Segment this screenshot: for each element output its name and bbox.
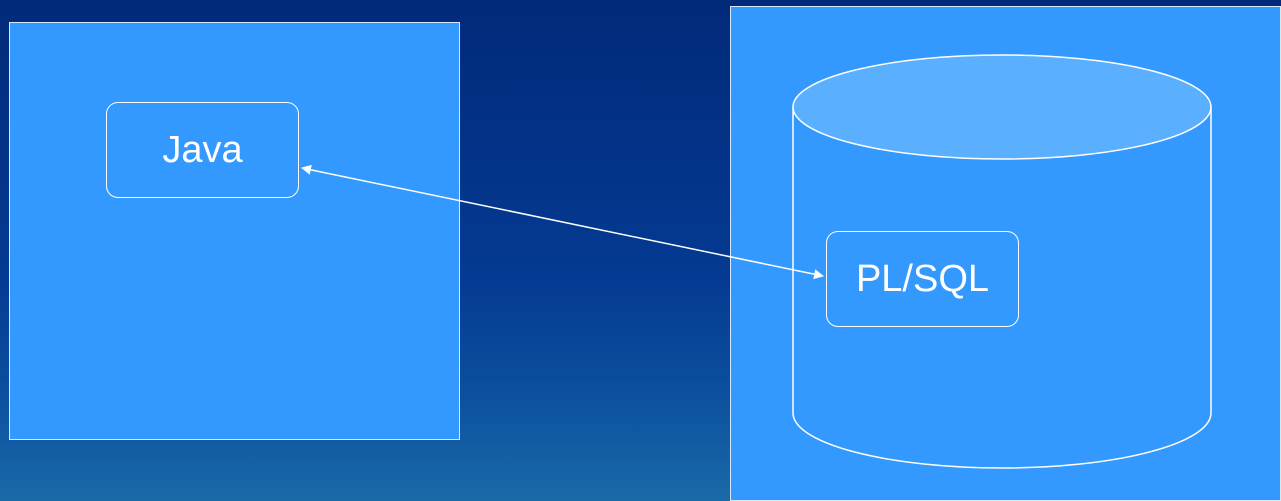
plsql-box: PL/SQL [826, 231, 1019, 327]
plsql-label: PL/SQL [855, 257, 990, 300]
java-label: Java [162, 128, 243, 171]
bidirectional-connector-arrow [301, 164, 824, 280]
java-box: Java [106, 102, 299, 198]
